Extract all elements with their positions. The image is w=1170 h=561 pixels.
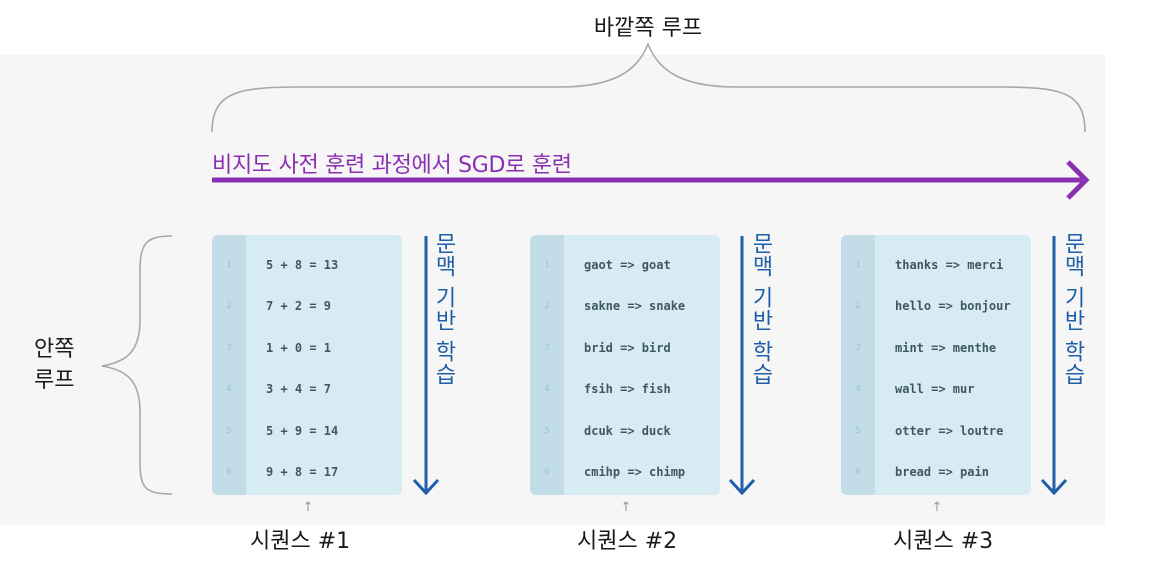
line-number-gutter <box>530 235 564 495</box>
context-arrow-2 <box>728 236 756 496</box>
context-learning-label-2: 문맥 기반 학습 <box>748 232 773 386</box>
up-arrow-icon: ↑ <box>620 500 632 515</box>
context-arrow-1 <box>412 236 440 496</box>
inner-loop-label: 안쪽 루프 <box>34 337 75 393</box>
up-arrow-icon: ↑ <box>302 500 314 515</box>
line-number-gutter <box>212 235 246 495</box>
sequence-label-1: 시퀀스 #1 <box>250 529 351 554</box>
outer-loop-brace <box>211 41 1086 133</box>
sequence-label-2: 시퀀스 #2 <box>577 529 678 554</box>
line-number-gutter <box>841 235 875 495</box>
inner-loop-brace <box>101 235 173 495</box>
sgd-training-label: 비지도 사전 훈련 과정에서 SGD로 훈련 <box>212 153 572 178</box>
sequence-label-3: 시퀀스 #3 <box>893 529 994 554</box>
outer-loop-label: 바깥쪽 루프 <box>593 16 703 41</box>
sgd-arrow-head <box>1066 160 1090 200</box>
context-learning-label-1: 문맥 기반 학습 <box>431 232 456 386</box>
context-learning-label-3: 문맥 기반 학습 <box>1060 232 1085 386</box>
up-arrow-icon: ↑ <box>931 500 943 515</box>
context-arrow-3 <box>1040 236 1068 496</box>
